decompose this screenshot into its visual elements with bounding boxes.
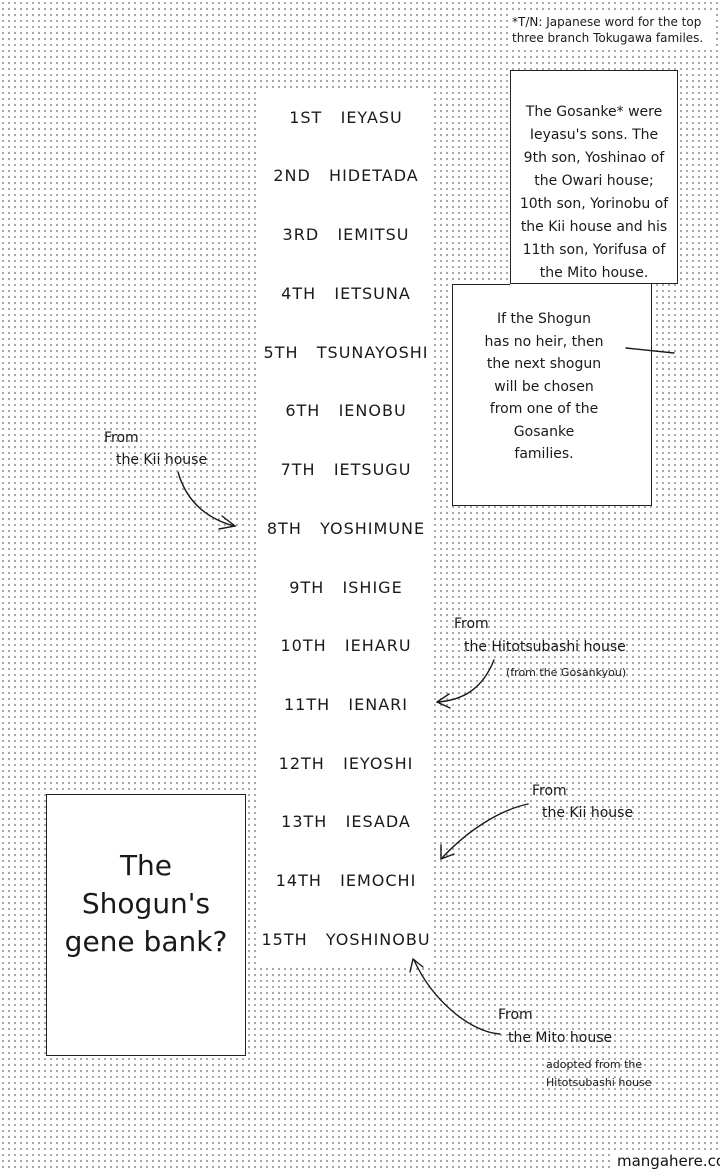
shogun-row-3: 3rd Iemitsu xyxy=(282,225,410,244)
shogun-row-14: 14th Iemochi xyxy=(275,871,417,890)
annotation-kii-14th-from: From xyxy=(532,783,567,799)
arrow-to-8th-icon xyxy=(177,471,235,527)
annotation-mito-from: From xyxy=(498,1007,533,1023)
annotation-kii-14th-house: the Kii house xyxy=(542,805,634,821)
shogun-list: 1st Ieyasu 2nd Hidetada 3rd Iemitsu 4th … xyxy=(258,88,434,968)
shogun-row-15: 15th Yoshinobu xyxy=(261,930,431,949)
shogun-row-12: 12th Ieyoshi xyxy=(278,754,414,773)
annotation-hitotsubashi-from: From xyxy=(454,616,489,632)
arrowhead-14th-icon xyxy=(440,844,455,861)
annotation-kii-8th-from: From xyxy=(104,430,139,446)
shogun-row-1: 1st Ieyasu xyxy=(289,108,403,127)
arrow-to-11th-icon xyxy=(437,659,495,703)
watermark: mangahere.com xyxy=(614,1152,720,1170)
shogun-row-5: 5th Tsunayoshi xyxy=(263,343,429,362)
shogun-row-4: 4th Ietsuna xyxy=(281,284,411,303)
shogun-row-7: 7th Ietsugu xyxy=(280,460,412,479)
gene-bank-caption-box: The Shogun's gene bank? xyxy=(46,794,246,1056)
annotation-kii-8th-house: the Kii house xyxy=(116,452,208,468)
arrowhead-11th-icon xyxy=(435,693,451,709)
shogun-row-6: 6th Ienobu xyxy=(285,401,407,420)
caption-box-divider xyxy=(452,284,510,285)
shogun-row-2: 2nd Hidetada xyxy=(273,166,419,185)
annotation-mito-house: the Mito house xyxy=(508,1030,613,1046)
pointer-line-icon xyxy=(625,347,675,354)
no-heir-caption-box: If the Shogun has no heir, then the next… xyxy=(452,284,652,506)
translator-note: *T/N: Japanese word for the top three br… xyxy=(508,12,716,48)
annotation-mito-adopted: adopted from the xyxy=(546,1058,643,1071)
annotation-hitotsubashi-house: the Hitotsubashi house xyxy=(464,639,626,655)
annotation-mito-hitotsubashi: Hitotsubashi house xyxy=(546,1076,652,1089)
gosanke-caption-box: The Gosanke* were Ieyasu's sons. The 9th… xyxy=(510,70,678,284)
arrowhead-15th-icon xyxy=(409,957,424,973)
shogun-row-8: 8th Yoshimune xyxy=(266,519,426,538)
annotation-hitotsubashi-note: (from the Gosankyou) xyxy=(506,666,627,679)
shogun-row-13: 13th Iesada xyxy=(281,812,411,831)
arrow-to-14th-icon xyxy=(441,803,529,859)
shogun-row-9: 9th Ishige xyxy=(289,578,403,597)
shogun-row-10: 10th Ieharu xyxy=(280,636,412,655)
shogun-row-11: 11th Ienari xyxy=(283,695,408,714)
arrow-to-15th-icon xyxy=(413,959,501,1035)
arrowhead-8th-icon xyxy=(218,515,237,530)
